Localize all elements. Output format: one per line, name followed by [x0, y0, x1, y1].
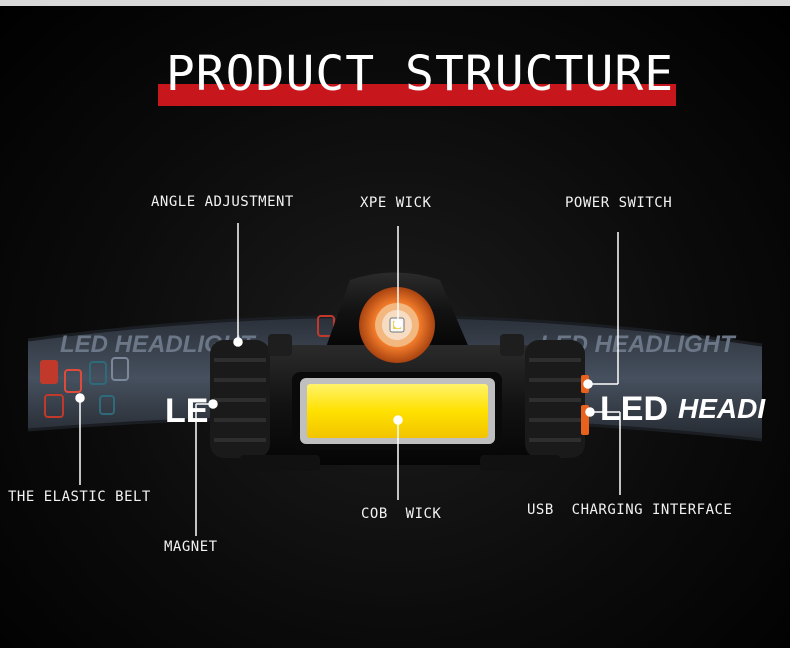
- label-elastic-belt: THE ELASTIC BELT: [8, 489, 151, 505]
- label-power-switch: POWER SWITCH: [565, 195, 673, 211]
- belt-print-led-right: LED: [600, 390, 668, 428]
- page-title: PRODUCT STRUCTURE: [165, 46, 675, 102]
- leader-lines: [75, 223, 621, 536]
- label-usb-charging-interface: USB CHARGING INTERFACE: [527, 502, 733, 518]
- label-magnet: MAGNET: [164, 539, 218, 555]
- label-cob-wick: COB WICK: [361, 506, 442, 522]
- cob-panel: [300, 378, 495, 444]
- top-rule: [0, 0, 790, 6]
- label-xpe-wick: XPE WICK: [360, 195, 432, 211]
- label-angle-adjustment: ANGLE ADJUSTMENT: [151, 194, 294, 210]
- title-underline-bar: [158, 84, 676, 106]
- belt-print-headlight-right: HEADI: [678, 393, 766, 424]
